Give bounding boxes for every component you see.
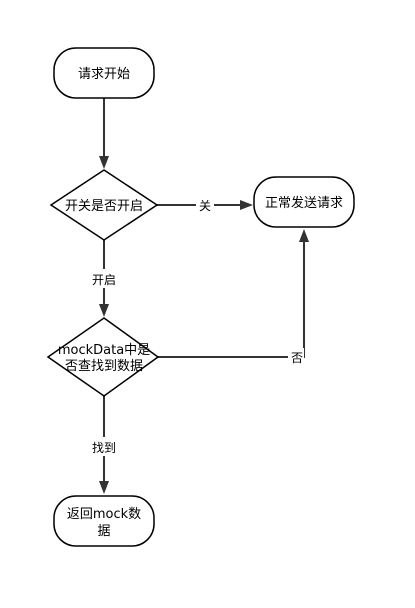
arrowhead-start-to-switch [99, 156, 109, 169]
edge-label-on: 开启 [92, 273, 116, 287]
node-return-mock-shape [53, 495, 155, 547]
edge-label-not-found: 否 [291, 351, 303, 365]
node-mock-check-label-line1: mockData中是 [58, 343, 150, 358]
node-mock-check-label-line2: 否查找到数据 [65, 359, 143, 374]
edge-label-off: 关 [199, 199, 211, 213]
node-return-mock-label-line1: 返回mock数 [67, 507, 141, 522]
node-switch-check-label: 开关是否开启 [65, 199, 143, 214]
arrowhead-switch-to-normal [240, 200, 253, 210]
node-switch-check: 开关是否开启 [49, 169, 159, 241]
node-return-mock: 返回mock数 据 [53, 495, 155, 547]
node-start: 请求开始 [53, 47, 155, 99]
edge-mock-to-normal [158, 240, 305, 358]
node-start-label: 请求开始 [78, 67, 130, 82]
edge-label-found: 找到 [92, 441, 116, 455]
arrowhead-switch-to-mock [99, 304, 109, 317]
node-mock-check-shape [46, 317, 160, 397]
node-switch-check-shape [49, 169, 159, 241]
node-return-mock-label-line2: 据 [97, 524, 110, 539]
node-start-shape [53, 47, 155, 99]
arrowhead-mock-to-normal [299, 229, 309, 242]
node-mock-check: mockData中是 否查找到数据 [46, 317, 160, 397]
node-normal-request-shape [253, 176, 355, 228]
node-normal-request-label: 正常发送请求 [265, 195, 343, 211]
arrowhead-mock-to-return [99, 481, 109, 494]
node-normal-request: 正常发送请求 [253, 176, 355, 228]
